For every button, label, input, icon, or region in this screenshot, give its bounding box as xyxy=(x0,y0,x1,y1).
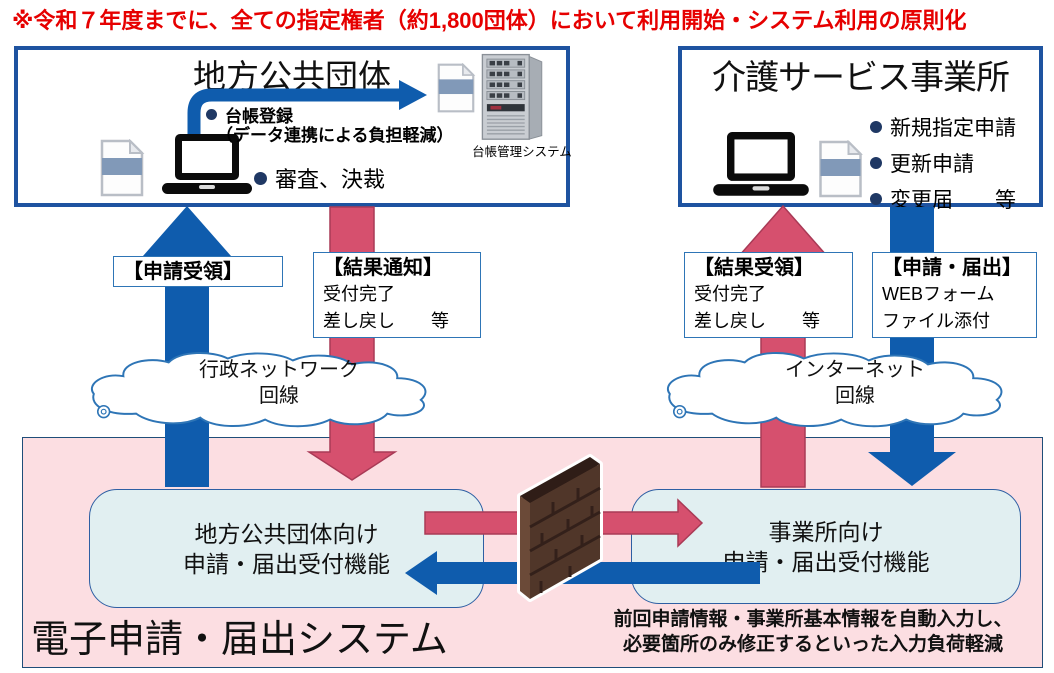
document-icon xyxy=(100,139,145,197)
cloud-label-line2: 回線 xyxy=(259,385,299,407)
label-application-receipt: 【申請受領】 xyxy=(113,256,283,287)
registration-arrow xyxy=(187,80,427,154)
label-title: 【申請受領】 xyxy=(123,261,243,283)
bullet-row-new-application: 新規指定申請 xyxy=(870,112,1016,142)
laptop-icon xyxy=(162,134,252,194)
bullet-dot xyxy=(206,109,217,120)
system-note-line1: 前回申請情報・事業所基本情報を自動入力し、 xyxy=(613,609,1013,630)
municipality-box: 地方公共団体 台帳登録 （データ連携による負担軽減） 審査、決裁 xyxy=(14,46,572,207)
cloud-label: インターネット 回線 xyxy=(658,357,1052,409)
bullet-label: 変更届 等 xyxy=(890,189,1016,212)
bullet-label: 新規指定申請 xyxy=(890,117,1016,140)
firewall-top-face xyxy=(520,457,600,503)
cloud-label-line1: インターネット xyxy=(785,359,925,381)
label-line: 受付完了 xyxy=(323,284,395,304)
bullet-dot xyxy=(870,157,882,169)
document-icon xyxy=(819,140,863,198)
provider-box: 介護サービス事業所 新規指定申請 更新申請 変更届 等 xyxy=(678,46,1043,212)
server-icon xyxy=(481,53,543,140)
bullet-ledger-sub: （データ連携による負担軽減） xyxy=(216,126,454,145)
bullet-review-label: 審査、決裁 xyxy=(275,167,386,192)
label-title: 【結果通知】 xyxy=(323,257,443,279)
provider-bullet-list: 新規指定申請 更新申請 変更届 等 xyxy=(870,112,1016,214)
system-note-line2: 必要箇所のみ修正するといった入力負荷軽減 xyxy=(622,634,1003,655)
document-icon xyxy=(437,63,476,113)
label-line: 差し戻し 等 xyxy=(323,311,449,331)
laptop-icon xyxy=(713,132,809,196)
headline: ※令和７年度までに、全ての指定権者（約1,800団体）において利用開始・システム… xyxy=(12,8,967,33)
provider-function-box: 事業所向け 申請・届出受付機能 xyxy=(631,489,1021,604)
bullet-ledger-label: 台帳登録 xyxy=(225,107,293,126)
cloud-label-line2: 回線 xyxy=(835,385,875,407)
label-result-notice: 【結果通知】 受付完了 差し戻し 等 xyxy=(313,252,481,338)
function-line2: 申請・届出受付機能 xyxy=(722,548,930,575)
bullet-dot xyxy=(254,171,267,185)
system-title: 電子申請・届出システム xyxy=(31,619,448,661)
bullet-row-ledger: 台帳登録 xyxy=(206,102,293,127)
function-line1: 事業所向け xyxy=(768,518,884,545)
bullet-label: 更新申請 xyxy=(890,153,974,176)
label-title: 【結果受領】 xyxy=(694,257,814,279)
label-line: WEBフォーム xyxy=(882,284,995,304)
bullet-row-change: 変更届 等 xyxy=(870,184,1016,214)
label-line: 差し戻し 等 xyxy=(694,311,820,331)
internet-cloud: インターネット 回線 xyxy=(658,350,1052,430)
firewall-side-face xyxy=(520,496,530,599)
bullet-row-renewal: 更新申請 xyxy=(870,148,1016,178)
cloud-label: 行政ネットワーク 回線 xyxy=(82,357,476,409)
server-bays xyxy=(486,58,526,135)
label-title: 【申請・届出】 xyxy=(882,257,1022,279)
provider-title: 介護サービス事業所 xyxy=(712,59,1010,97)
bullet-dot xyxy=(870,121,882,133)
label-line: 受付完了 xyxy=(694,284,766,304)
bullet-dot xyxy=(870,193,882,205)
gov-network-cloud: 行政ネットワーク 回線 xyxy=(82,350,476,430)
server-label: 台帳管理システム xyxy=(472,145,572,159)
function-line1: 地方公共団体向け xyxy=(194,520,379,547)
label-application-submission: 【申請・届出】 WEBフォーム ファイル添付 xyxy=(872,252,1037,338)
label-line: ファイル添付 xyxy=(882,311,990,331)
label-result-receipt: 【結果受領】 受付完了 差し戻し 等 xyxy=(684,252,853,338)
bullet-row-review: 審査、決裁 xyxy=(254,162,385,194)
firewall-icon xyxy=(517,454,603,602)
function-line2: 申請・届出受付機能 xyxy=(183,550,390,577)
municipality-function-box: 地方公共団体向け 申請・届出受付機能 xyxy=(89,489,484,608)
cloud-label-line1: 行政ネットワーク xyxy=(199,359,359,381)
system-note: 前回申請情報・事業所基本情報を自動入力し、 必要箇所のみ修正するといった入力負荷… xyxy=(583,607,1043,657)
